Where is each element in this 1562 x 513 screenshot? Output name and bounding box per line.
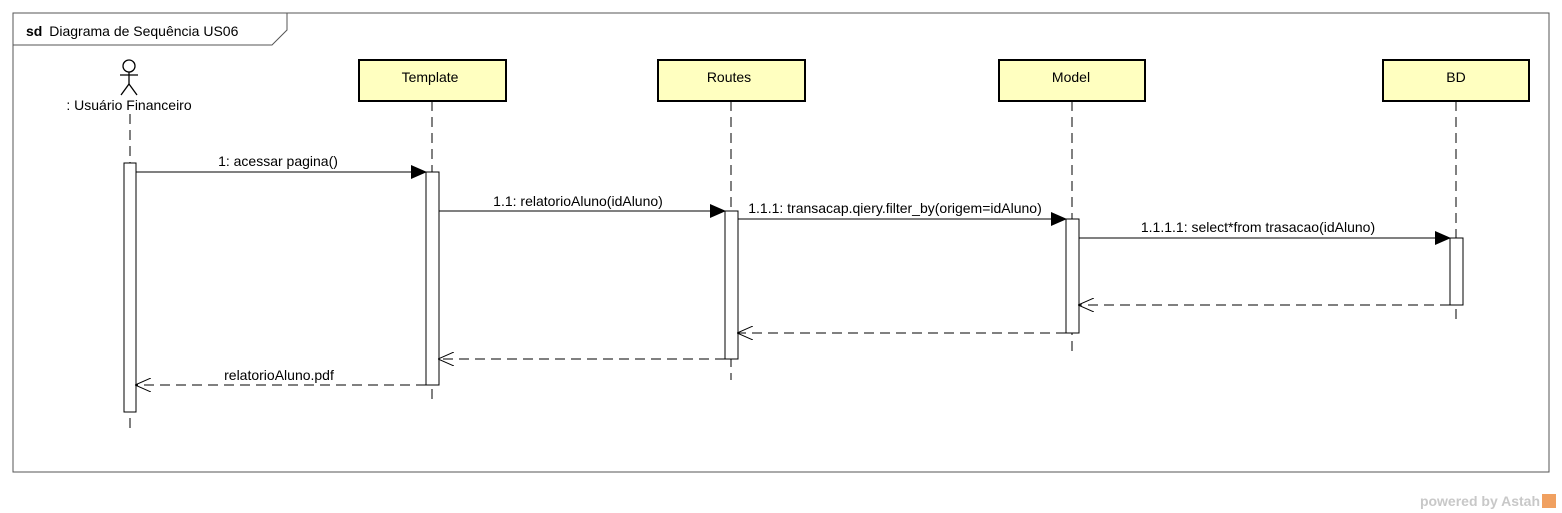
message-1-1-label: 1.1: relatorioAluno(idAluno) [493,193,663,209]
diagram-frame [12,12,1550,473]
actor-activation [123,162,137,413]
astah-logo-icon [1542,494,1556,508]
lifeline-template: Template [358,59,507,102]
actor-label: : Usuário Financeiro [66,97,191,113]
frame-title: sd Diagrama de Sequência US06 [26,23,239,39]
astah-watermark: powered by Astah [1420,493,1556,509]
model-activation [1065,218,1080,334]
bd-activation [1449,237,1464,306]
lifeline-model: Model [998,59,1146,102]
message-1-1-1-label: 1.1.1: transacap.qiery.filter_by(origem=… [748,200,1042,216]
watermark-text: powered by Astah [1419,493,1540,509]
lifeline-bd-label: BD [1446,69,1465,85]
actor-head [122,59,136,73]
lifeline-bd: BD [1382,59,1530,102]
message-1-1-1-1-label: 1.1.1.1: select*from trasacao(idAluno) [1141,219,1375,235]
lifeline-routes-label: Routes [707,69,751,85]
routes-activation [724,210,739,360]
frame-keyword: sd [26,23,42,39]
message-1-label: 1: acessar pagina() [218,153,338,169]
template-activation [425,171,440,386]
lifeline-template-label: Template [402,69,459,85]
lifeline-routes: Routes [657,59,806,102]
lifeline-model-label: Model [1052,69,1090,85]
frame-name: Diagrama de Sequência US06 [49,23,238,39]
frame-title-tab [13,13,288,46]
return-template-to-actor-label: relatorioAluno.pdf [224,367,334,383]
actor-usuario-financeiro [120,59,138,96]
